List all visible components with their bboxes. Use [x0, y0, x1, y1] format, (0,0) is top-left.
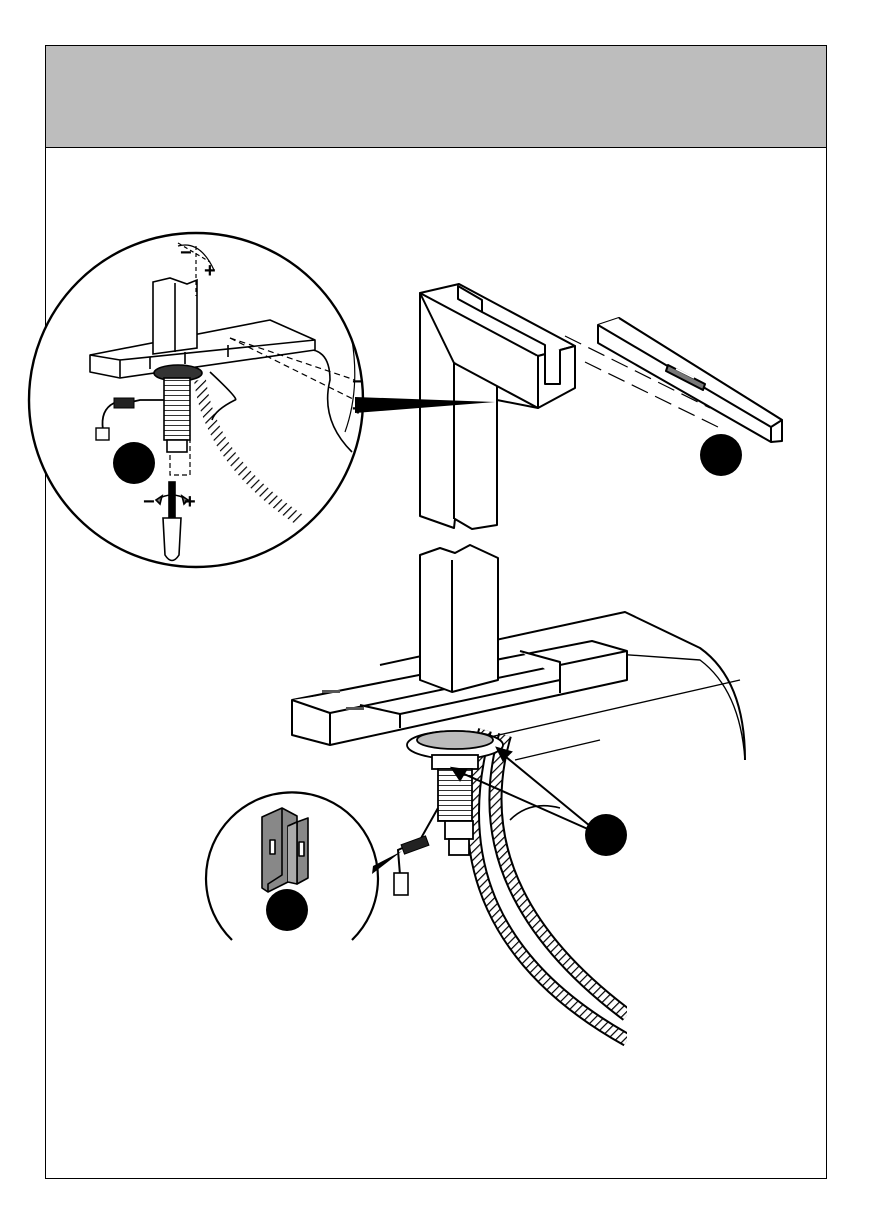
callout-badge-adjust	[113, 442, 155, 484]
screw-minus-sign: −	[143, 491, 155, 513]
hose-clip-icon	[262, 808, 308, 892]
screw-plus-sign: +	[184, 491, 196, 513]
sink-hoses	[473, 730, 627, 1040]
rotate-minus-sign: −	[180, 242, 192, 264]
tilt-plus-sign: +	[352, 398, 364, 420]
callout-badge-screws	[585, 814, 627, 856]
callout-badge-clip	[266, 889, 308, 931]
spout-column-lower	[420, 545, 498, 692]
spirit-level-icon	[598, 318, 782, 442]
spout-upper-section	[420, 284, 575, 529]
rotate-plus-sign: +	[204, 260, 216, 282]
callout-badge-level	[700, 434, 742, 476]
